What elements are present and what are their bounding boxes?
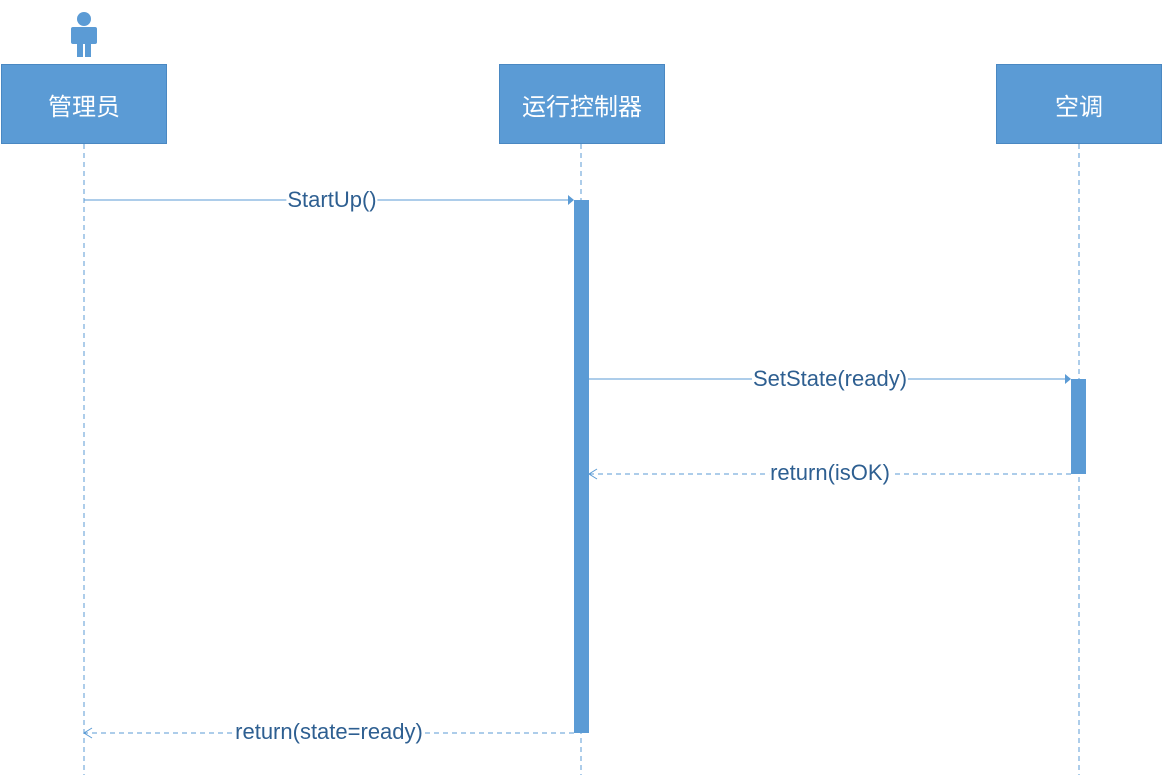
participant-ac: 空调 (996, 64, 1162, 144)
participant-admin: 管理员 (1, 64, 167, 144)
arrowhead-return-isok (588, 468, 598, 480)
arrowhead-return-state (83, 727, 93, 739)
participant-admin-label: 管理员 (48, 92, 120, 121)
participant-controller-label: 运行控制器 (522, 92, 642, 121)
message-label-return-state: return(state=ready) (234, 719, 424, 745)
arrowhead-setstate (1065, 374, 1071, 384)
activation-bar-controller (574, 200, 589, 733)
message-label-setstate: SetState(ready) (751, 366, 909, 392)
participant-ac-label: 空调 (1055, 92, 1103, 121)
message-label-return-isok: return(isOK) (769, 460, 891, 486)
arrowhead-startup (568, 195, 574, 205)
actor-person-icon (71, 12, 97, 57)
activation-bar-ac (1071, 379, 1086, 474)
message-label-startup: StartUp() (286, 187, 378, 213)
participant-controller: 运行控制器 (499, 64, 665, 144)
